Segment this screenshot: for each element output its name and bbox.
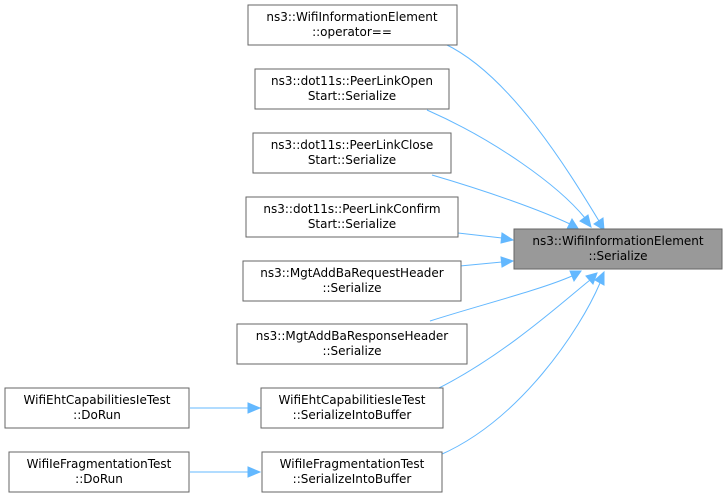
node-peer-close[interactable]: ns3::dot11s::PeerLinkClose Start::Serial… [252, 132, 452, 174]
node-eht-serialize-line1: WifiEhtCapabilitiesIeTest [279, 393, 426, 407]
node-operator-eq-line1: ns3::WifiInformationElement [266, 10, 438, 24]
node-eht-dorun-line1: WifiEhtCapabilitiesIeTest [24, 393, 171, 407]
node-addba-resp-line2: ::Serialize [322, 344, 381, 358]
edge-arrow-eht-dorun [247, 402, 262, 414]
node-peer-open-line1: ns3::dot11s::PeerLinkOpen [271, 74, 433, 88]
edges [190, 43, 605, 478]
edge-arrow-eht-serialize [585, 272, 598, 285]
edge-addba-req [459, 261, 503, 267]
node-eht-serialize[interactable]: WifiEhtCapabilitiesIeTest ::SerializeInt… [260, 387, 444, 429]
edge-arrow-peer-open [579, 214, 592, 228]
node-addba-req-line2: ::Serialize [322, 281, 381, 295]
node-frag-dorun[interactable]: WifiIeFragmentationTest ::DoRun [8, 451, 190, 493]
node-peer-open-line2: Start::Serialize [308, 89, 396, 103]
node-frag-dorun-line2: ::DoRun [75, 472, 123, 486]
edge-peer-confirm [457, 232, 503, 239]
node-operator-eq-line2: ::operator== [312, 25, 392, 39]
edge-frag-serialize [439, 282, 601, 456]
node-focus-line1: ns3::WifiInformationElement [532, 234, 704, 248]
node-peer-confirm-line1: ns3::dot11s::PeerLinkConfirm [263, 202, 440, 216]
node-eht-serialize-line2: ::SerializeIntoBuffer [293, 408, 412, 422]
edge-addba-resp [429, 275, 573, 322]
edge-arrow-addba-req [500, 256, 515, 268]
node-peer-close-line2: Start::Serialize [308, 153, 396, 167]
node-addba-resp-line1: ns3::MgtAddBaResponseHeader [256, 329, 448, 343]
node-focus[interactable]: ns3::WifiInformationElement ::Serialize [513, 228, 723, 270]
node-addba-resp[interactable]: ns3::MgtAddBaResponseHeader ::Serialize [236, 323, 468, 365]
node-eht-dorun-line2: ::DoRun [73, 408, 121, 422]
node-peer-confirm-line2: Start::Serialize [308, 217, 396, 231]
edge-arrow-frag-dorun [247, 466, 262, 478]
node-peer-confirm[interactable]: ns3::dot11s::PeerLinkConfirm Start::Seri… [245, 196, 459, 238]
node-frag-serialize-line2: ::SerializeIntoBuffer [293, 472, 412, 486]
edge-arrow-addba-resp [569, 270, 582, 283]
node-addba-req-line1: ns3::MgtAddBaRequestHeader [260, 266, 444, 280]
node-eht-dorun[interactable]: WifiEhtCapabilitiesIeTest ::DoRun [4, 387, 190, 429]
node-operator-eq[interactable]: ns3::WifiInformationElement ::operator== [247, 4, 458, 46]
node-addba-req[interactable]: ns3::MgtAddBaRequestHeader ::Serialize [242, 260, 462, 302]
edge-arrow-peer-close [566, 217, 580, 231]
node-peer-open[interactable]: ns3::dot11s::PeerLinkOpen Start::Seriali… [254, 68, 450, 110]
node-frag-dorun-line1: WifiIeFragmentationTest [27, 457, 172, 471]
node-frag-serialize[interactable]: WifiIeFragmentationTest ::SerializeIntoB… [261, 451, 443, 493]
edge-arrow-peer-confirm [500, 232, 515, 244]
edge-arrow-operator-eq [593, 217, 605, 231]
edge-operator-eq [444, 43, 600, 222]
edge-eht-serialize [436, 279, 591, 390]
node-focus-line2: ::Serialize [588, 249, 647, 263]
edge-peer-close [431, 174, 571, 225]
node-frag-serialize-line1: WifiIeFragmentationTest [280, 457, 425, 471]
edge-arrow-frag-serialize [594, 270, 605, 286]
edge-peer-open [426, 109, 586, 219]
node-peer-close-line1: ns3::dot11s::PeerLinkClose [271, 138, 434, 152]
